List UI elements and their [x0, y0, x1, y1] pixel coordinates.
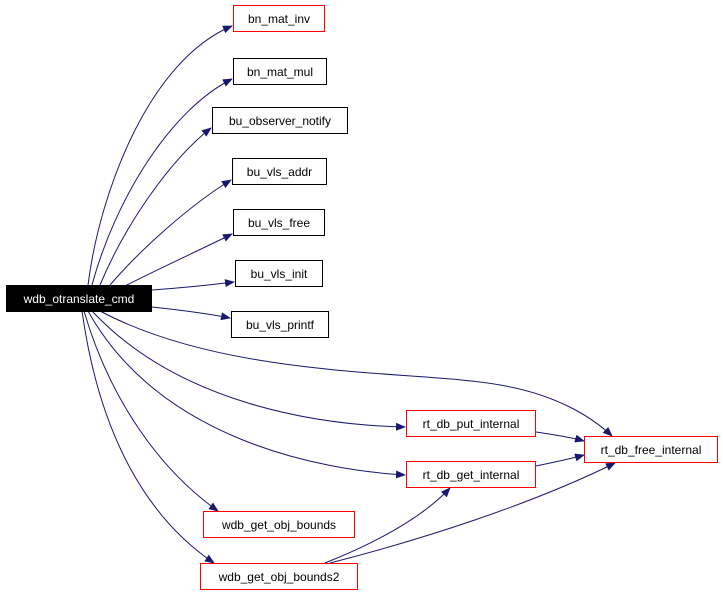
node-rt-db-put-internal[interactable]: rt_db_put_internal [406, 410, 536, 437]
edge-wdb-otranslate-cmd-to-bu-vls-free [124, 233, 233, 287]
edge-wdb-otranslate-cmd-to-rt-db-free-internal [99, 310, 613, 437]
node-bu-vls-printf[interactable]: bu_vls_printf [231, 311, 329, 338]
edge-wdb-otranslate-cmd-to-bn-mat-inv [87, 25, 233, 286]
edge-wdb-otranslate-cmd-to-rt-db-put-internal [91, 310, 406, 431]
node-bn-mat-mul[interactable]: bn_mat_mul [233, 58, 327, 85]
edge-wdb-otranslate-cmd-to-wdb-get-obj-bounds2 [81, 310, 215, 564]
edge-wdb-get-obj-bounds2-to-rt-db-free-internal [329, 462, 616, 564]
node-rt-db-get-internal[interactable]: rt_db_get_internal [406, 461, 536, 488]
node-rt-db-free-internal[interactable]: rt_db_free_internal [584, 436, 718, 463]
edge-wdb-otranslate-cmd-to-bu-observer-notify [99, 127, 212, 286]
edge-rt-db-get-internal-to-rt-db-free-internal [535, 453, 585, 467]
edge-wdb-otranslate-cmd-to-rt-db-get-internal [87, 310, 406, 479]
node-bu-vls-addr[interactable]: bu_vls_addr [232, 158, 327, 185]
node-bu-vls-free[interactable]: bu_vls_free [233, 209, 325, 236]
node-wdb-get-obj-bounds[interactable]: wdb_get_obj_bounds [203, 511, 355, 538]
edge-wdb-otranslate-cmd-to-wdb-get-obj-bounds [83, 310, 219, 512]
node-wdb-otranslate-cmd: wdb_otranslate_cmd [6, 285, 152, 312]
edge-wdb-otranslate-cmd-to-bu-vls-printf [151, 306, 231, 321]
edge-wdb-get-obj-bounds2-to-rt-db-get-internal [324, 487, 451, 564]
edge-wdb-otranslate-cmd-to-bu-vls-addr [109, 179, 232, 286]
node-bu-vls-init[interactable]: bu_vls_init [235, 260, 323, 287]
edge-rt-db-put-internal-to-rt-db-free-internal [535, 431, 585, 443]
node-bu-observer-notify[interactable]: bu_observer_notify [212, 107, 348, 134]
node-bn-mat-inv[interactable]: bn_mat_inv [233, 5, 325, 32]
node-wdb-get-obj-bounds2[interactable]: wdb_get_obj_bounds2 [200, 563, 358, 590]
edge-wdb-otranslate-cmd-to-bu-vls-init [151, 279, 235, 291]
edge-wdb-otranslate-cmd-to-bn-mat-mul [91, 78, 233, 286]
